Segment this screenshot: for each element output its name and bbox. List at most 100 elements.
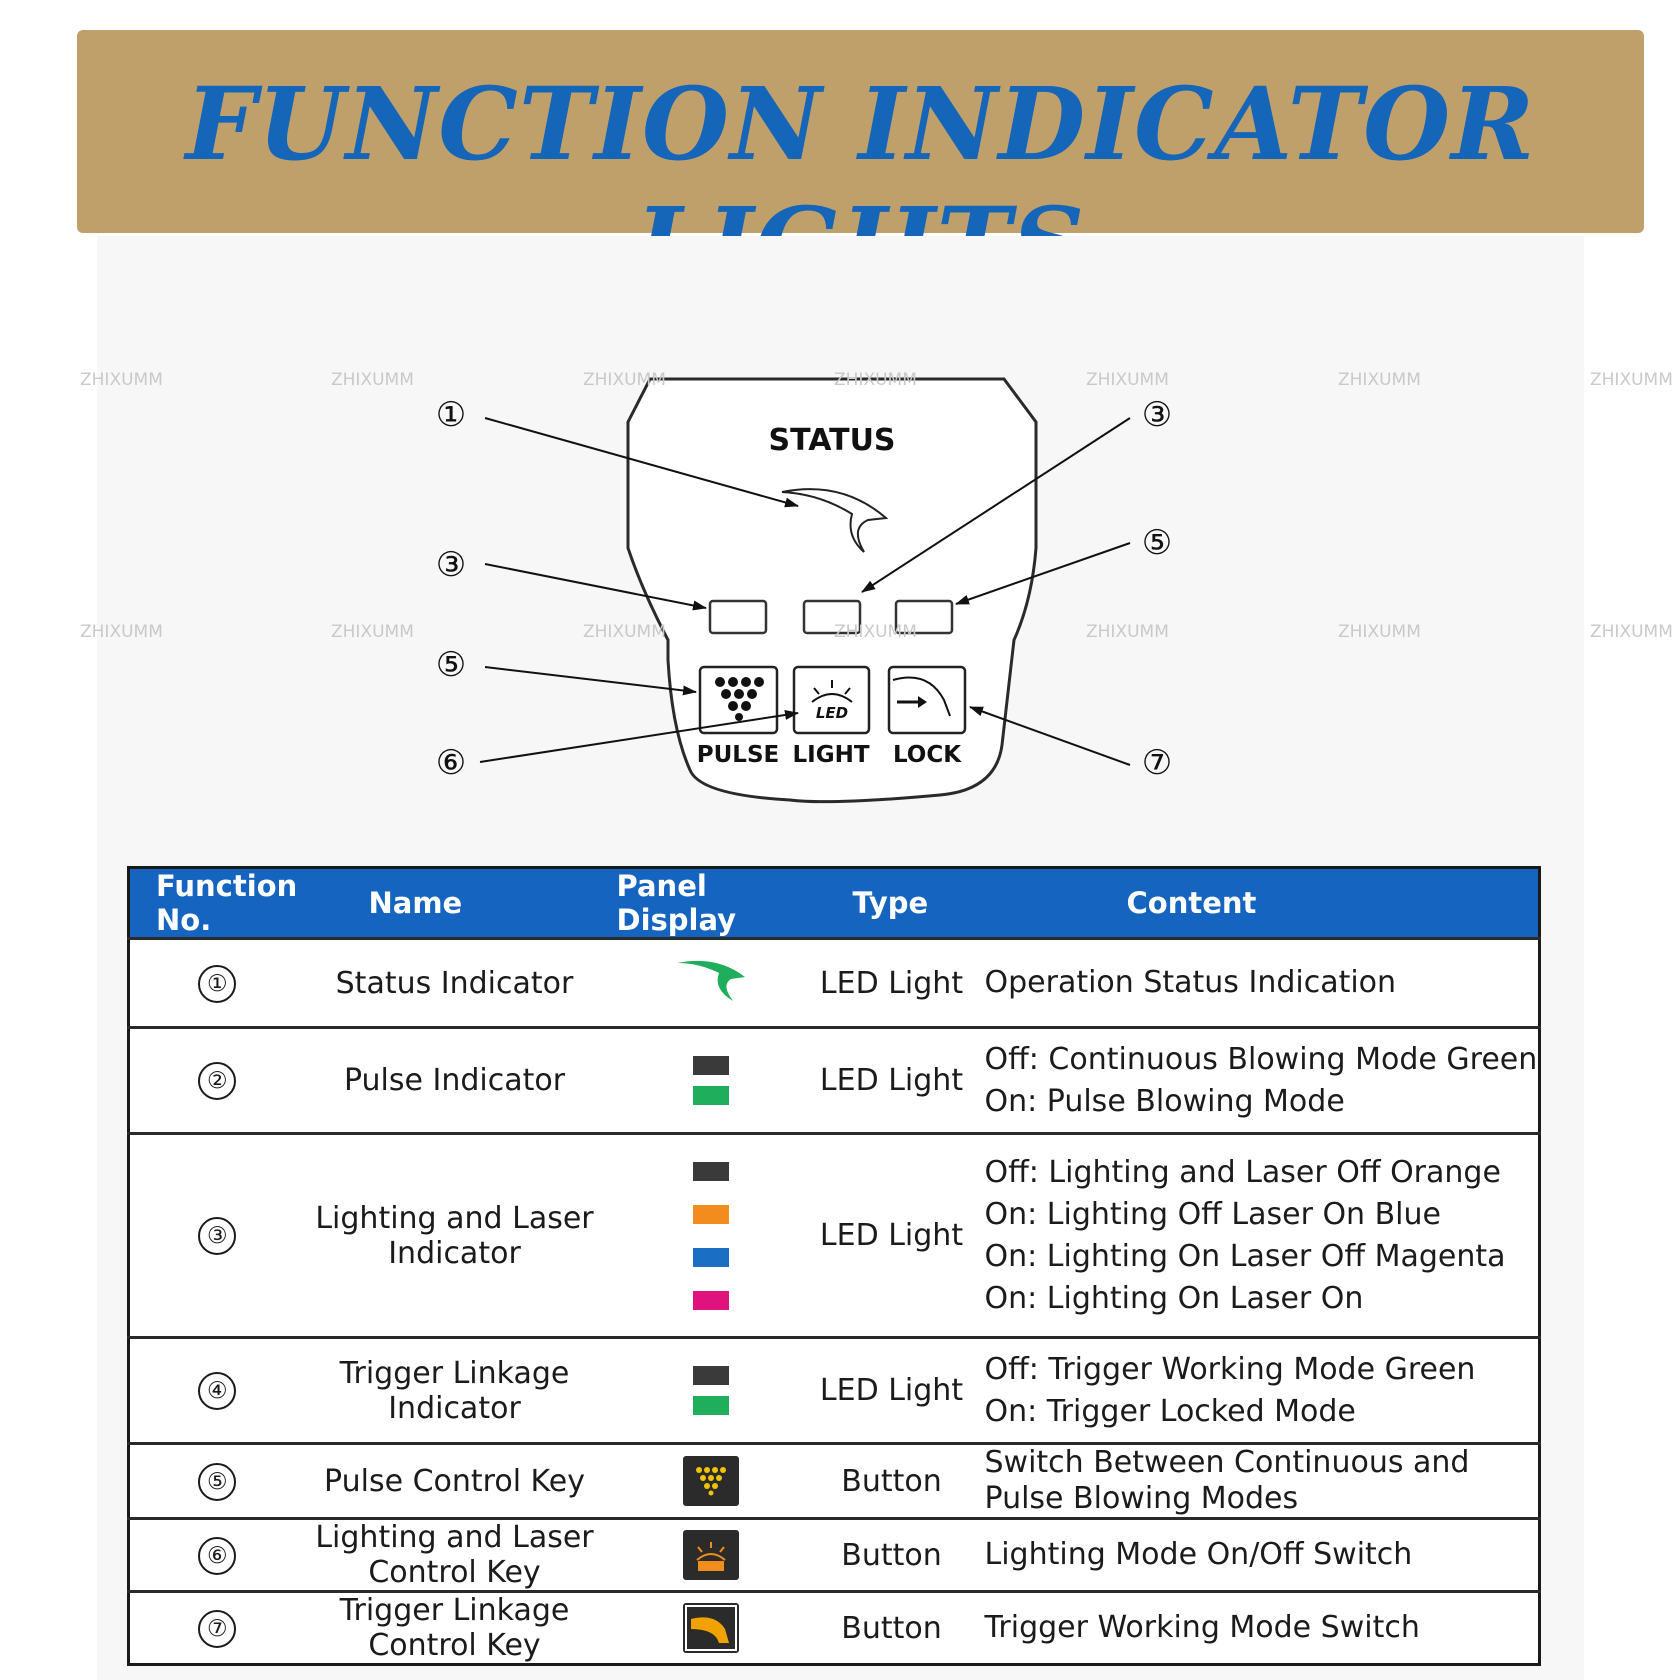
- row-type: LED Light: [816, 937, 967, 1028]
- row-name: Pulse Indicator: [304, 1026, 605, 1134]
- row-number: ⑥: [198, 1536, 237, 1575]
- title-banner: FUNCTION INDICATOR LIGHTS: [77, 30, 1644, 303]
- row-number: ②: [198, 1062, 237, 1100]
- swatch-off: [692, 1056, 729, 1075]
- swatch-green: [692, 1396, 729, 1415]
- row-name: Trigger Linkage Control Key: [304, 1590, 605, 1665]
- row-content: Off: Continuous Blowing Mode Green On: P…: [966, 1026, 1540, 1134]
- table-row: ⑦ Trigger Linkage Control Key Button Tri…: [128, 1590, 1540, 1665]
- table-row: ③ Lighting and Laser Indicator LED Light…: [128, 1132, 1540, 1338]
- header-function-no: Function No.: [128, 866, 305, 939]
- row-content: Trigger Working Mode Switch: [966, 1590, 1540, 1665]
- row-number: ④: [198, 1372, 237, 1410]
- control-panel-diagram: STATUS PULSE LED LIGHT: [80, 370, 1673, 804]
- row-name: Lighting and Laser Indicator: [304, 1132, 605, 1338]
- row-content: Off: Trigger Working Mode Green On: Trig…: [966, 1336, 1540, 1444]
- row-number: ③: [198, 1217, 237, 1255]
- row-content: Switch Between Continuous and Pulse Blow…: [966, 1442, 1540, 1519]
- svg-text:ZHIXUMM: ZHIXUMM: [1086, 622, 1169, 642]
- swatch-magenta: [692, 1290, 729, 1310]
- row-content: Lighting Mode On/Off Switch: [966, 1517, 1540, 1592]
- swatch-orange: [692, 1204, 729, 1224]
- content-line: Off: Lighting and Laser Off Orange: [984, 1154, 1501, 1190]
- leader-lines: [479, 417, 1131, 766]
- pulse-key-icon: [682, 1456, 739, 1506]
- watermark-row-2: ZHIXUMM ZHIXUMM ZHIXUMM ZHIXUMM ZHIXUMM …: [80, 622, 1673, 642]
- header-content: Content: [966, 866, 1540, 939]
- header-panel-display: Panel Display: [604, 866, 817, 939]
- status-swoosh-icon: [781, 488, 889, 553]
- content-line: Off: Continuous Blowing Mode Green: [984, 1041, 1538, 1077]
- content-line: On: Trigger Locked Mode: [984, 1393, 1356, 1429]
- row-content: Operation Status Indication: [966, 937, 1540, 1028]
- pulse-button-label: PULSE: [697, 742, 779, 768]
- light-button-label: LIGHT: [792, 742, 869, 768]
- watermark-row-1: ZHIXUMM ZHIXUMM ZHIXUMM ZHIXUMM ZHIXUMM …: [80, 370, 1673, 390]
- table-header-row: Function No. Name Panel Display Type Con…: [128, 866, 1540, 939]
- header-type: Type: [816, 866, 967, 939]
- callout-6: ⑥: [436, 743, 466, 783]
- row-name: Status Indicator: [304, 937, 605, 1028]
- row-type: LED Light: [816, 1132, 967, 1338]
- content-line: Off: Trigger Working Mode Green: [984, 1351, 1476, 1387]
- table-row: ① Status Indicator LED Light Operation S…: [128, 937, 1540, 1028]
- indicator-window-lock: [894, 599, 954, 635]
- content-line: On: Lighting On Laser Off Magenta: [984, 1238, 1506, 1274]
- svg-text:ZHIXUMM: ZHIXUMM: [1086, 370, 1169, 390]
- lock-key-icon: [682, 1603, 739, 1653]
- row-number: ⑤: [198, 1462, 237, 1501]
- row-type: LED Light: [816, 1336, 967, 1444]
- function-table: Function No. Name Panel Display Type Con…: [127, 866, 1541, 1666]
- svg-text:ZHIXUMM: ZHIXUMM: [331, 622, 414, 642]
- content-line: Operation Status Indication: [984, 965, 1397, 1000]
- content-line: Pulse Blowing Modes: [984, 1481, 1299, 1516]
- svg-text:ZHIXUMM: ZHIXUMM: [1338, 622, 1421, 642]
- callout-5-right: ⑤: [1142, 523, 1172, 563]
- content-line: Lighting Mode On/Off Switch: [984, 1537, 1413, 1572]
- svg-text:ZHIXUMM: ZHIXUMM: [583, 370, 666, 390]
- row-type: Button: [816, 1517, 967, 1592]
- svg-text:ZHIXUMM: ZHIXUMM: [80, 622, 163, 642]
- callout-1: ①: [436, 395, 466, 435]
- table-row: ⑤ Pulse Control Key Button Switch: [128, 1442, 1540, 1519]
- callout-7: ⑦: [1142, 743, 1172, 783]
- light-button[interactable]: LED: [792, 665, 871, 735]
- row-content: Off: Lighting and Laser Off Orange On: L…: [966, 1132, 1540, 1338]
- svg-text:ZHIXUMM: ZHIXUMM: [583, 622, 666, 642]
- table-row: ⑥ Lighting and Laser Control Key Button …: [128, 1517, 1540, 1592]
- callout-3-left: ③: [436, 545, 466, 585]
- callout-5-left: ⑤: [436, 645, 466, 685]
- header-name: Name: [304, 866, 605, 939]
- svg-text:ZHIXUMM: ZHIXUMM: [331, 370, 414, 390]
- lock-button[interactable]: [887, 665, 967, 735]
- content-line: On: Pulse Blowing Mode: [984, 1083, 1345, 1119]
- swatch-green: [692, 1086, 729, 1105]
- row-type: LED Light: [816, 1026, 967, 1134]
- svg-text:ZHIXUMM: ZHIXUMM: [1338, 370, 1421, 390]
- callout-3-right: ③: [1142, 395, 1172, 435]
- led-icon-text: LED: [816, 704, 848, 722]
- content-line: Trigger Working Mode Switch: [984, 1610, 1420, 1645]
- content-line: Switch Between Continuous and: [984, 1445, 1470, 1480]
- pulse-dots-icon: [715, 677, 764, 721]
- indicator-window-light: [802, 599, 862, 635]
- swatch-off: [692, 1366, 729, 1385]
- table-row: ② Pulse Indicator LED Light Off: Continu…: [128, 1026, 1540, 1134]
- led-key-icon: [682, 1530, 739, 1580]
- content-line: On: Lighting Off Laser On Blue: [984, 1196, 1442, 1232]
- trigger-lock-icon: [892, 676, 951, 717]
- row-number: ①: [198, 964, 237, 1003]
- swatch-off: [692, 1161, 729, 1181]
- row-type: Button: [816, 1442, 967, 1519]
- green-swoosh-icon: [676, 960, 745, 1001]
- table-row: ④ Trigger Linkage Indicator LED Light Of…: [128, 1336, 1540, 1444]
- content-line: On: Lighting On Laser On: [984, 1280, 1364, 1316]
- led-light-icon: LED: [811, 680, 853, 722]
- pulse-button[interactable]: [698, 665, 779, 735]
- swatch-blue: [692, 1247, 729, 1267]
- row-type: Button: [816, 1590, 967, 1665]
- svg-text:ZHIXUMM: ZHIXUMM: [80, 370, 163, 390]
- lock-button-label: LOCK: [893, 742, 962, 768]
- svg-text:ZHIXUMM: ZHIXUMM: [1590, 370, 1673, 390]
- svg-text:ZHIXUMM: ZHIXUMM: [1590, 622, 1673, 642]
